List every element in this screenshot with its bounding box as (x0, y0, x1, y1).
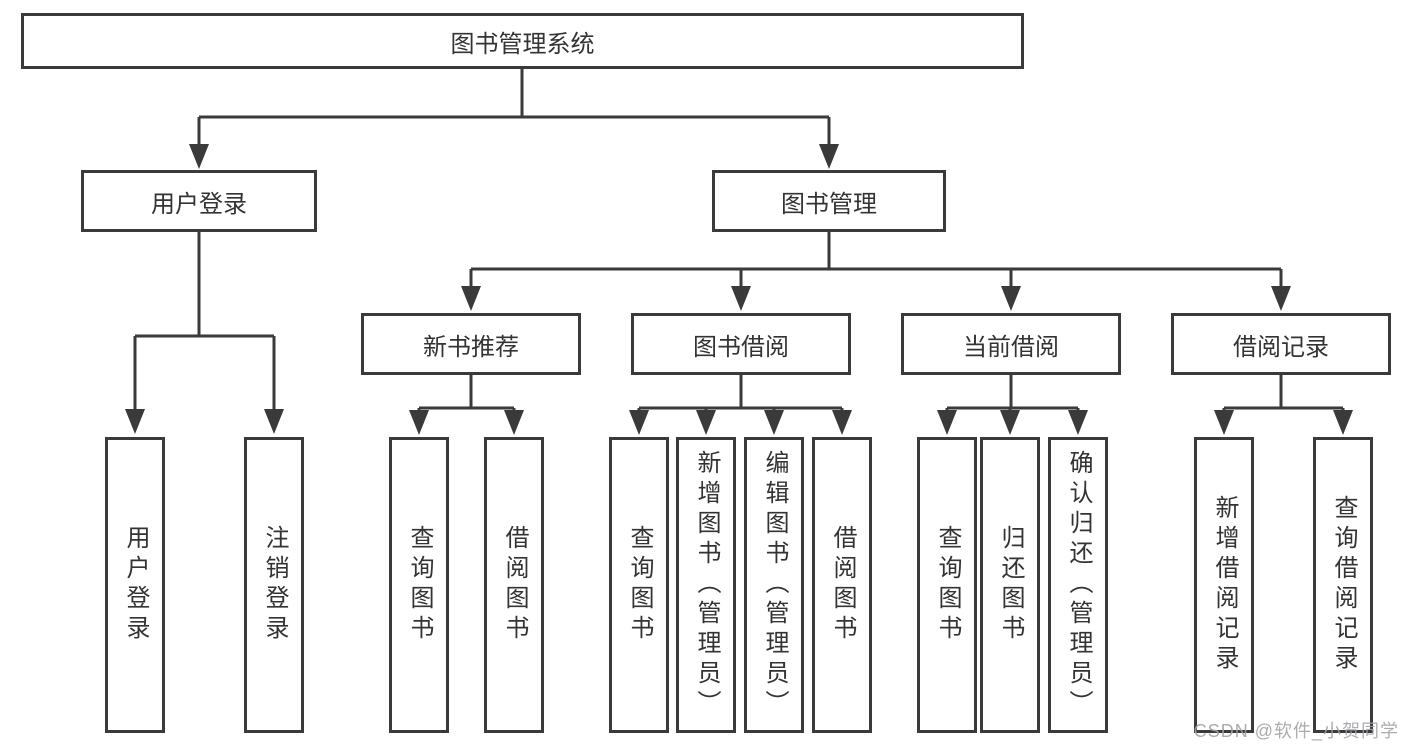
node-leaf-query-borrow-record: 查询借阅记录 (1313, 437, 1373, 733)
node-leaf-borrow-books-2: 借阅图书 (812, 437, 872, 733)
node-leaf-query-books-3: 查询图书 (917, 437, 977, 733)
node-leaf-borrow-books-2-label: 借阅图书 (829, 525, 856, 645)
node-root: 图书管理系统 (21, 13, 1024, 69)
node-borrowing-records: 借阅记录 (1171, 313, 1391, 375)
node-leaf-user-login-label: 用户登录 (122, 525, 149, 645)
node-root-label: 图书管理系统 (450, 30, 595, 58)
node-leaf-query-books-1-label: 查询图书 (406, 525, 433, 645)
node-leaf-query-borrow-record-label: 查询借阅记录 (1330, 495, 1357, 675)
node-current-borrowing: 当前借阅 (901, 313, 1121, 375)
node-new-book-recommend-label: 新书推荐 (423, 333, 519, 361)
node-leaf-logout-label: 注销登录 (261, 525, 288, 645)
node-leaf-return-books: 归还图书 (980, 437, 1040, 733)
arrowheads (125, 144, 1353, 435)
node-leaf-add-books-admin-label: 新增图书（管理员） (693, 450, 720, 720)
node-leaf-query-books-1: 查询图书 (389, 437, 449, 733)
watermark-text: CSDN @软件_小贺同学 (1193, 721, 1399, 741)
node-leaf-add-books-admin: 新增图书（管理员） (676, 437, 736, 733)
node-leaf-add-borrow-record-label: 新增借阅记录 (1211, 495, 1238, 675)
node-new-book-recommend: 新书推荐 (361, 313, 581, 375)
node-user-login-label: 用户登录 (151, 190, 247, 218)
node-leaf-query-books-3-label: 查询图书 (934, 525, 961, 645)
node-book-borrowing: 图书借阅 (631, 313, 851, 375)
node-book-management: 图书管理 (712, 170, 946, 232)
node-leaf-logout: 注销登录 (244, 437, 304, 733)
node-leaf-query-books-2: 查询图书 (609, 437, 669, 733)
node-book-borrowing-label: 图书借阅 (693, 333, 789, 361)
node-leaf-confirm-return-admin: 确认归还（管理员） (1048, 437, 1108, 733)
node-leaf-edit-books-admin: 编辑图书（管理员） (744, 437, 804, 733)
node-book-management-label: 图书管理 (781, 190, 877, 218)
node-leaf-confirm-return-admin-label: 确认归还（管理员） (1065, 450, 1092, 720)
node-leaf-return-books-label: 归还图书 (997, 525, 1024, 645)
node-leaf-edit-books-admin-label: 编辑图书（管理员） (761, 450, 788, 720)
node-leaf-borrow-books-1-label: 借阅图书 (501, 525, 528, 645)
node-leaf-query-books-2-label: 查询图书 (626, 525, 653, 645)
node-borrowing-records-label: 借阅记录 (1233, 333, 1329, 361)
node-leaf-user-login: 用户登录 (105, 437, 165, 733)
node-current-borrowing-label: 当前借阅 (963, 333, 1059, 361)
node-user-login: 用户登录 (81, 170, 317, 232)
node-leaf-borrow-books-1: 借阅图书 (484, 437, 544, 733)
node-leaf-add-borrow-record: 新增借阅记录 (1194, 437, 1254, 733)
